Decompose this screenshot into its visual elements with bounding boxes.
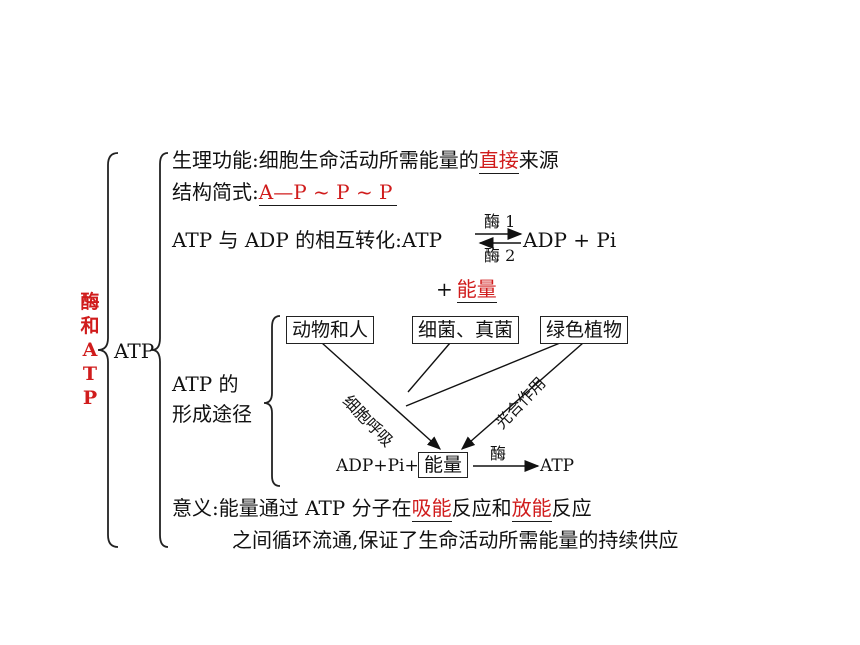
significance-highlight-absorb: 吸能 (411, 496, 452, 522)
function-highlight: 直接 (478, 148, 519, 174)
outer-brace (97, 152, 119, 548)
eq-left: ADP+Pi+ (336, 456, 419, 476)
eq-right: ATP (540, 456, 575, 476)
eq-enzyme: 酶 (490, 444, 507, 463)
side-title: 酶 和 A T P (78, 290, 102, 410)
side-title-char: P (82, 387, 98, 409)
energy-plus: + (436, 277, 453, 301)
significance-part3: 反应 (551, 496, 592, 520)
significance-highlight-release: 放能 (511, 496, 552, 522)
enzyme-1-label: 酶 1 (484, 212, 516, 231)
conversion-right: ADP + Pi (523, 228, 617, 252)
significance-part2: 反应和 (451, 496, 512, 520)
energy-row: +能量 (436, 277, 497, 303)
side-title-char: A (82, 339, 98, 361)
box-bacteria: 细菌、真菌 (412, 316, 520, 344)
bacteria-to-cellresp (407, 342, 451, 393)
significance-label: 意义 (172, 496, 212, 520)
box-plants: 绿色植物 (540, 316, 629, 344)
function-sep: : (252, 148, 259, 172)
significance-sep: : (212, 496, 219, 520)
side-title-char: T (82, 363, 98, 385)
side-title-char: 和 (80, 315, 100, 337)
box-animals: 动物和人 (286, 316, 375, 344)
plants-to-cellresp (405, 342, 561, 407)
structure-formula: A—P ~ P ~ P (258, 180, 397, 206)
conversion-left: ATP (401, 228, 443, 252)
side-title-char: 酶 (80, 291, 100, 313)
formation-label-2: 形成途径 (172, 402, 252, 426)
formation-label-1: ATP 的 (172, 372, 239, 396)
atp-brace (151, 152, 169, 548)
significance-part1: 能量通过 ATP 分子在 (218, 496, 412, 520)
formation-brace (263, 315, 281, 487)
structure-row: 结构简式:A—P ~ P ~ P (172, 180, 397, 206)
function-text-after: 来源 (518, 148, 559, 172)
significance-row-2: 之间循环流通,保证了生命活动所需能量的持续供应 (232, 528, 679, 552)
structure-sep: : (252, 180, 259, 204)
plants-to-energy (460, 342, 584, 450)
function-label: 生理功能 (172, 148, 252, 172)
conversion-row: ATP 与 ADP 的相互转化:ATP (172, 228, 442, 252)
energy-highlight: 能量 (456, 277, 497, 303)
eq-energy-box: 能量 (418, 452, 469, 478)
structure-label: 结构简式 (172, 180, 252, 204)
significance-row-1: 意义:能量通过 ATP 分子在吸能反应和放能反应 (172, 496, 592, 522)
conversion-sep: : (395, 228, 402, 252)
function-text: 细胞生命活动所需能量的 (258, 148, 479, 172)
atp-label: ATP (114, 339, 155, 363)
conversion-label: ATP 与 ADP 的相互转化 (172, 228, 396, 252)
animals-to-energy (321, 342, 442, 450)
function-row: 生理功能:细胞生命活动所需能量的直接来源 (172, 148, 559, 174)
enzyme-2-label: 酶 2 (484, 246, 516, 265)
